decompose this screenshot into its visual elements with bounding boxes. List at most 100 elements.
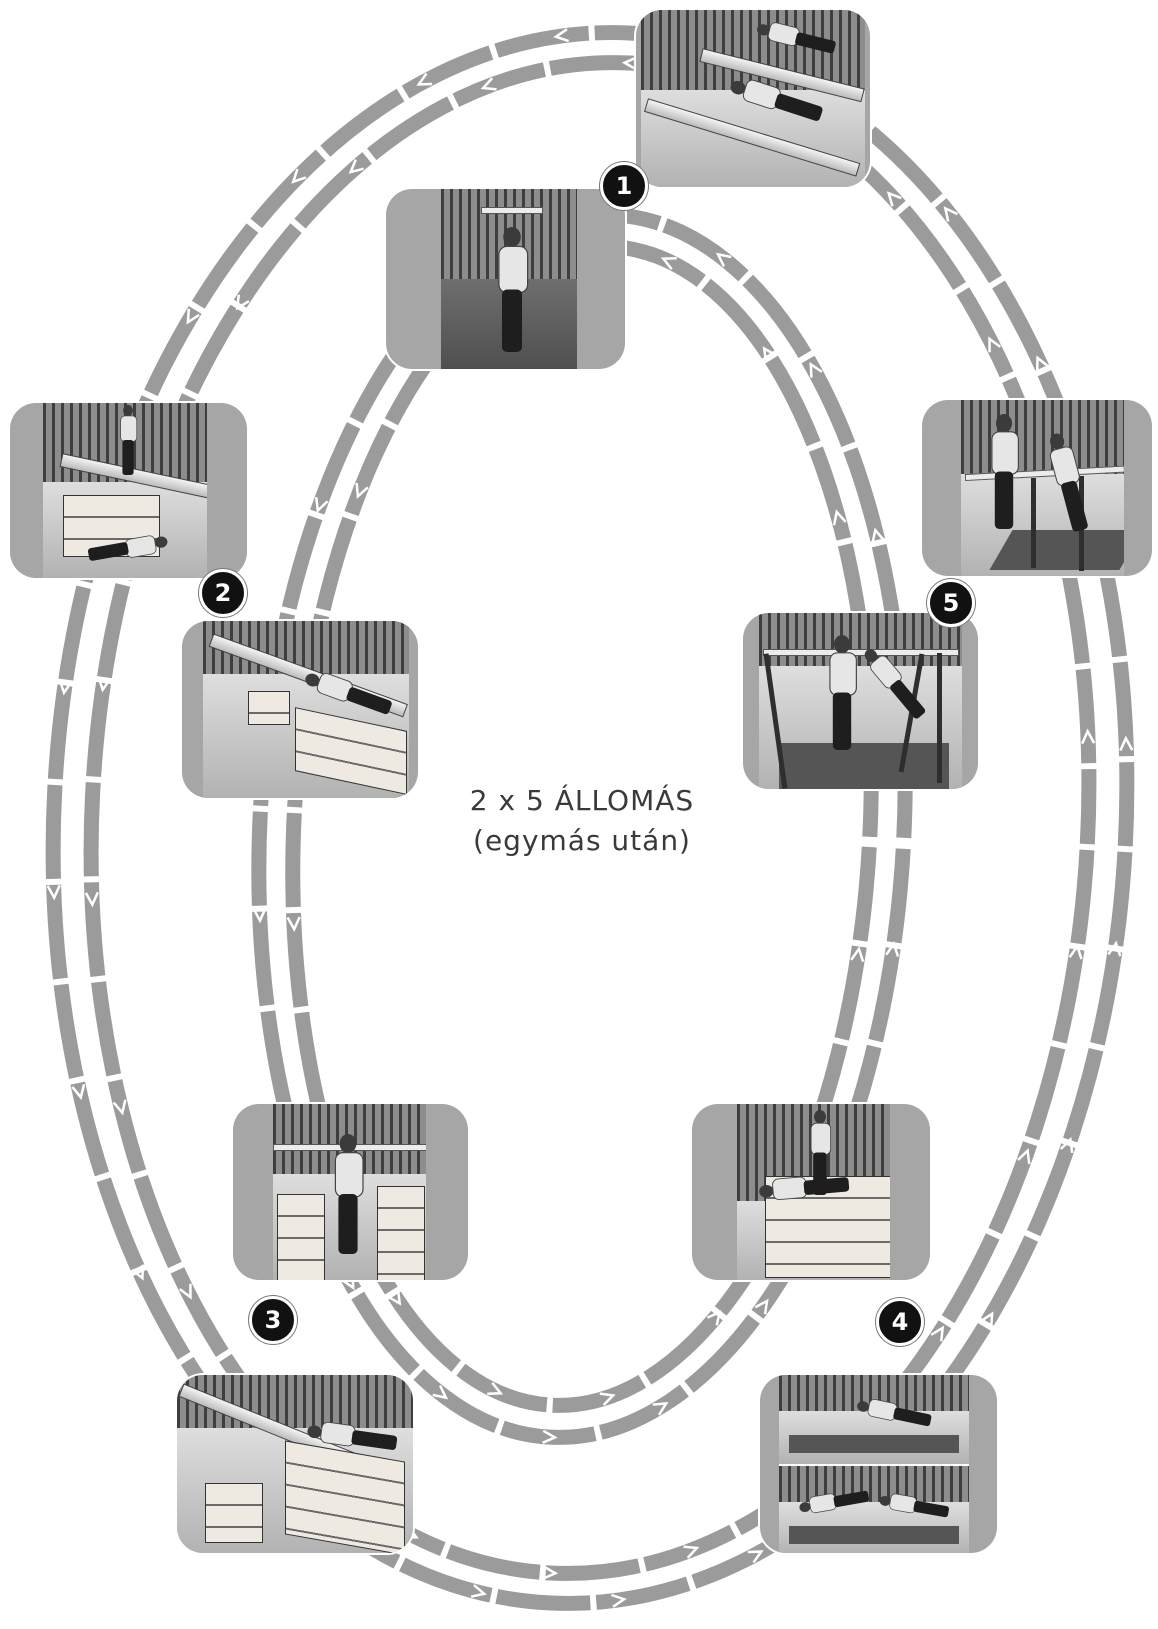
loop-arrowhead bbox=[131, 1264, 145, 1281]
loop-arrowhead bbox=[84, 891, 99, 908]
loop-arrowhead bbox=[387, 1289, 402, 1306]
athlete-legs bbox=[1060, 479, 1089, 533]
athlete bbox=[118, 405, 139, 475]
outer-loop-band-2-gaps bbox=[82, 54, 1098, 1582]
station-5-photo-a-image bbox=[961, 400, 1125, 576]
loop-arrowhead bbox=[71, 1084, 86, 1101]
exercise-mat bbox=[788, 1526, 959, 1544]
station-1-photo-b-image bbox=[440, 189, 578, 369]
athlete bbox=[330, 1134, 366, 1254]
parallel-bar bbox=[763, 649, 960, 656]
athlete-head bbox=[834, 635, 851, 654]
loop-arrowhead bbox=[885, 941, 900, 957]
station-1-photo-b bbox=[386, 189, 625, 369]
loop-arrowhead bbox=[850, 946, 865, 963]
loop-arrowhead bbox=[1035, 355, 1049, 372]
loop-arrowhead bbox=[291, 168, 307, 184]
station-1-badge: 1 bbox=[600, 162, 648, 210]
station-5-photo-b-image bbox=[759, 613, 962, 789]
loop-arrowhead bbox=[46, 884, 61, 901]
photo-panel-top bbox=[778, 1375, 969, 1464]
station-1-photo-a-image bbox=[640, 10, 866, 187]
station-4-photo-a-image bbox=[737, 1104, 890, 1280]
loop-arrowhead bbox=[355, 482, 369, 499]
loop-arrowhead bbox=[1059, 1136, 1074, 1154]
loop-arrowhead bbox=[432, 1384, 449, 1400]
loop-arrowhead bbox=[480, 77, 497, 91]
athlete-legs bbox=[350, 1429, 398, 1451]
loop-arrowhead bbox=[943, 206, 959, 222]
athlete bbox=[493, 227, 531, 352]
station-3-photo-b-image bbox=[177, 1375, 413, 1553]
loop-arrowhead bbox=[112, 1099, 127, 1116]
loop-arrowhead bbox=[754, 1298, 769, 1315]
station-2-photo-a-image bbox=[43, 403, 207, 578]
loop-arrowhead bbox=[542, 1429, 558, 1444]
station-2-photo-b-image bbox=[203, 621, 409, 798]
loop-arrowhead bbox=[762, 346, 777, 363]
athlete-legs bbox=[892, 1407, 932, 1427]
station-3-badge: 3 bbox=[249, 1296, 297, 1344]
station-4-photo-b bbox=[760, 1375, 997, 1553]
vaulting-box bbox=[376, 1186, 425, 1280]
station-3-photo-b bbox=[177, 1375, 413, 1553]
athlete-torso bbox=[810, 1122, 832, 1156]
station-3-photo-a bbox=[233, 1104, 468, 1280]
athlete-head bbox=[123, 405, 134, 417]
athlete-legs bbox=[87, 541, 130, 562]
athlete-legs bbox=[833, 692, 852, 750]
loop-arrowhead bbox=[988, 336, 1002, 353]
loop-arrowhead bbox=[652, 1401, 669, 1416]
exercise-mat bbox=[989, 530, 1125, 570]
athlete-legs bbox=[803, 1176, 850, 1196]
loop-arrowhead bbox=[930, 1325, 945, 1342]
athlete bbox=[825, 635, 860, 750]
loop-arrowhead bbox=[286, 916, 301, 933]
loop-arrowhead bbox=[715, 252, 732, 268]
athlete-head bbox=[339, 1134, 357, 1154]
loop-arrowhead bbox=[252, 907, 267, 924]
station-3-photo-a-image bbox=[272, 1104, 426, 1280]
inner-loop-band-1-gaps bbox=[250, 206, 914, 1446]
loop-arrowhead bbox=[553, 28, 570, 43]
diagram-subtitle: (egymás után) bbox=[473, 824, 691, 857]
loop-arrowhead bbox=[610, 1593, 627, 1608]
loop-arrowhead bbox=[809, 361, 823, 378]
loop-arrowhead bbox=[348, 159, 364, 174]
athlete-legs bbox=[338, 1194, 358, 1254]
bar-post bbox=[937, 653, 943, 783]
athlete-torso bbox=[808, 1492, 838, 1514]
athlete-torso bbox=[319, 1421, 357, 1448]
loop-arrowhead bbox=[186, 308, 200, 325]
loop-arrowhead bbox=[178, 1283, 192, 1300]
athlete-legs bbox=[794, 31, 837, 54]
loop-arrowhead bbox=[599, 1392, 616, 1406]
station-2-badge: 2 bbox=[199, 569, 247, 617]
athlete-legs bbox=[912, 1500, 950, 1518]
loop-arrowhead bbox=[235, 294, 250, 311]
loop-arrowhead bbox=[416, 72, 433, 86]
athlete bbox=[987, 414, 1022, 529]
loop-arrowhead bbox=[58, 679, 73, 696]
station-2-photo-a bbox=[10, 403, 247, 578]
loop-arrowhead bbox=[886, 191, 902, 207]
athlete-torso bbox=[829, 652, 858, 696]
athlete-torso bbox=[991, 431, 1020, 475]
loop-arrowhead bbox=[621, 56, 638, 71]
loop-arrowhead bbox=[747, 1550, 764, 1564]
wall-bars bbox=[759, 613, 962, 666]
vaulting-box bbox=[205, 1483, 263, 1543]
loop-arrowhead bbox=[683, 1545, 700, 1559]
station-4-badge: 4 bbox=[876, 1298, 924, 1346]
station-5-photo-b bbox=[743, 613, 978, 789]
photo-panel-bottom bbox=[778, 1464, 969, 1553]
athlete-head bbox=[503, 227, 521, 247]
loop-arrowhead bbox=[97, 676, 112, 693]
loop-arrowhead bbox=[470, 1584, 487, 1598]
vaulting-box bbox=[248, 691, 291, 725]
athlete-legs bbox=[994, 471, 1014, 529]
athlete-torso bbox=[120, 415, 138, 443]
athlete-torso bbox=[771, 1176, 808, 1201]
athlete-torso bbox=[124, 534, 158, 559]
loop-arrowhead bbox=[980, 1311, 994, 1328]
